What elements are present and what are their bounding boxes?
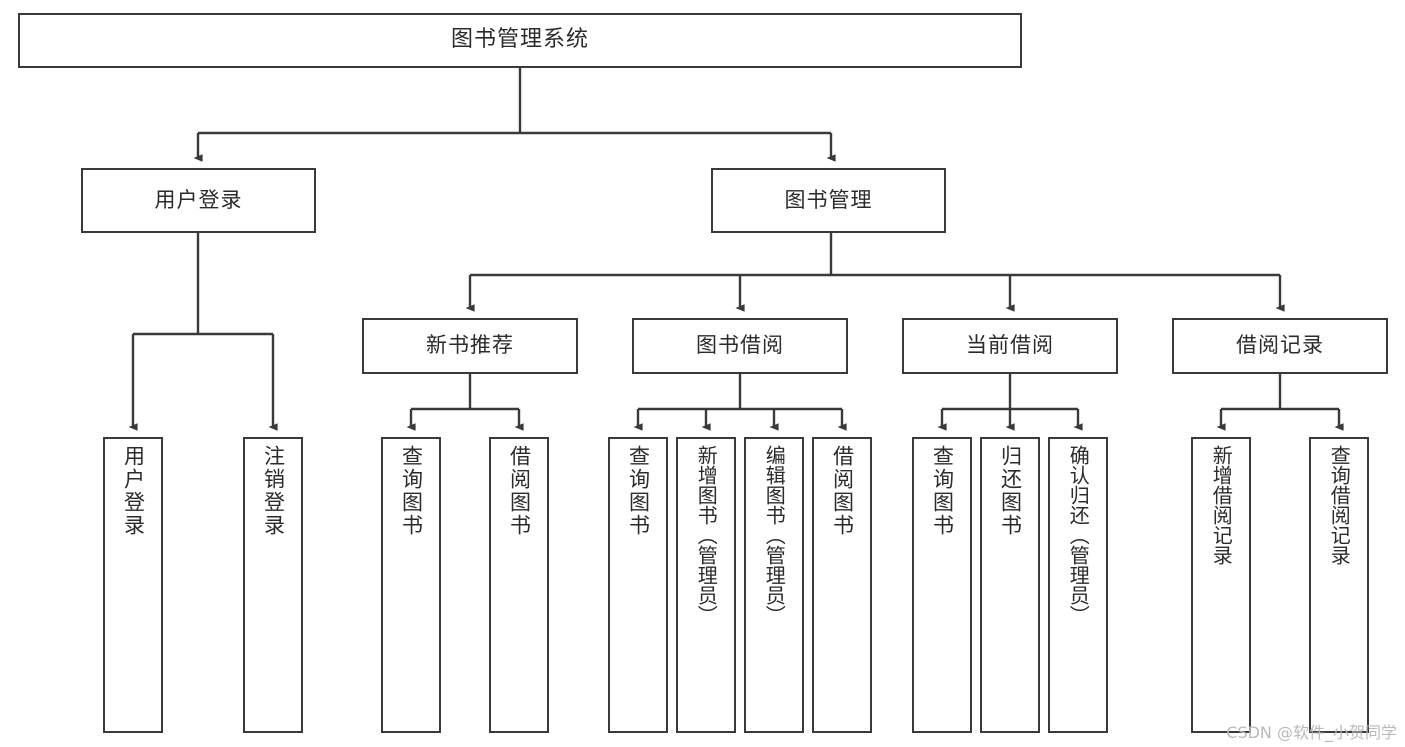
leaf-label: 查询借阅记录 — [1327, 445, 1352, 565]
node-borrow-record[interactable]: 借阅记录 — [1172, 318, 1388, 374]
leaf-return-book[interactable]: 归还图书 — [980, 437, 1040, 733]
leaf-label: 编辑图书（管理员） — [762, 445, 787, 625]
leaf-query-book-1[interactable]: 查询图书 — [381, 437, 441, 733]
leaf-label: 借阅图书 — [507, 445, 532, 537]
csdn-watermark: CSDN @软件_小贺同学 — [1226, 723, 1397, 742]
node-book-borrow[interactable]: 图书借阅 — [632, 318, 848, 374]
leaf-label: 归还图书 — [998, 445, 1023, 537]
leaf-add-book[interactable]: 新增图书（管理员） — [676, 437, 736, 733]
leaf-label: 借阅图书 — [830, 445, 855, 537]
leaf-label: 注销登录 — [261, 445, 286, 537]
leaf-label: 查询图书 — [626, 445, 651, 537]
leaf-query-book-2[interactable]: 查询图书 — [608, 437, 668, 733]
leaf-label: 新增借阅记录 — [1209, 445, 1234, 565]
leaf-logout-login[interactable]: 注销登录 — [243, 437, 303, 733]
node-user-login[interactable]: 用户登录 — [81, 168, 316, 233]
leaf-borrow-book-1[interactable]: 借阅图书 — [489, 437, 549, 733]
leaf-label: 查询图书 — [930, 445, 955, 537]
node-root-library-system[interactable]: 图书管理系统 — [18, 13, 1022, 68]
leaf-confirm-return[interactable]: 确认归还（管理员） — [1048, 437, 1108, 733]
leaf-borrow-book-2[interactable]: 借阅图书 — [812, 437, 872, 733]
leaf-add-record[interactable]: 新增借阅记录 — [1191, 437, 1251, 733]
leaf-label: 查询图书 — [399, 445, 424, 537]
leaf-label: 确认归还（管理员） — [1066, 445, 1091, 625]
node-book-management[interactable]: 图书管理 — [711, 168, 946, 233]
node-new-book-recommend[interactable]: 新书推荐 — [362, 318, 578, 374]
leaf-query-record[interactable]: 查询借阅记录 — [1309, 437, 1369, 733]
leaf-query-book-3[interactable]: 查询图书 — [912, 437, 972, 733]
leaf-user-login[interactable]: 用户登录 — [103, 437, 163, 733]
node-current-borrow[interactable]: 当前借阅 — [902, 318, 1118, 374]
leaf-label: 用户登录 — [121, 445, 146, 537]
leaf-label: 新增图书（管理员） — [694, 445, 719, 625]
leaf-edit-book[interactable]: 编辑图书（管理员） — [744, 437, 804, 733]
